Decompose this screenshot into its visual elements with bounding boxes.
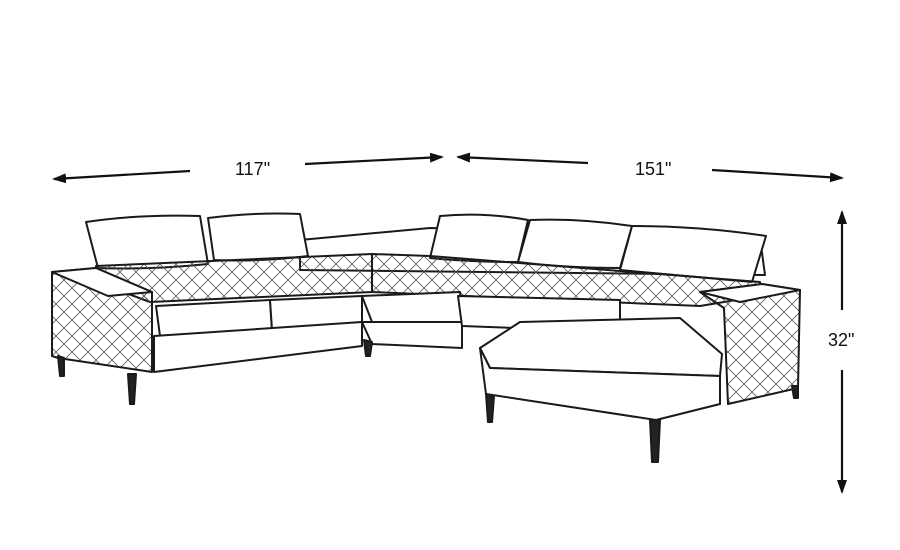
headrest-2: [207, 212, 309, 262]
seat-base-corner: [361, 321, 463, 349]
dimension-arrows: [52, 152, 847, 494]
headrest-1: [85, 214, 209, 270]
left-width-label: 117": [235, 159, 271, 179]
chaise-top: [479, 317, 723, 377]
leg-chaise-front: [649, 419, 661, 463]
leg-left-front: [127, 373, 137, 405]
height-label: 32": [828, 330, 855, 350]
right-width-arrow-right: [711, 168, 844, 183]
right-width-label: 151": [635, 159, 672, 179]
left-width-arrow-left: [52, 169, 191, 184]
left-width-arrow-right: [304, 152, 444, 166]
headrest-4: [517, 218, 633, 269]
leg-corner: [363, 339, 373, 357]
headrest-3: [429, 213, 529, 263]
right-width-arrow-left: [456, 152, 589, 165]
right-arm-top: [699, 283, 801, 303]
sofa: [51, 212, 801, 463]
seat-cushion-corner: [361, 291, 463, 323]
seat-base-left: [153, 321, 363, 373]
leg-chaise-left: [485, 393, 495, 423]
left-arm-top: [51, 267, 153, 297]
leg-left-back: [57, 355, 65, 377]
leg-right-arm: [791, 385, 799, 399]
